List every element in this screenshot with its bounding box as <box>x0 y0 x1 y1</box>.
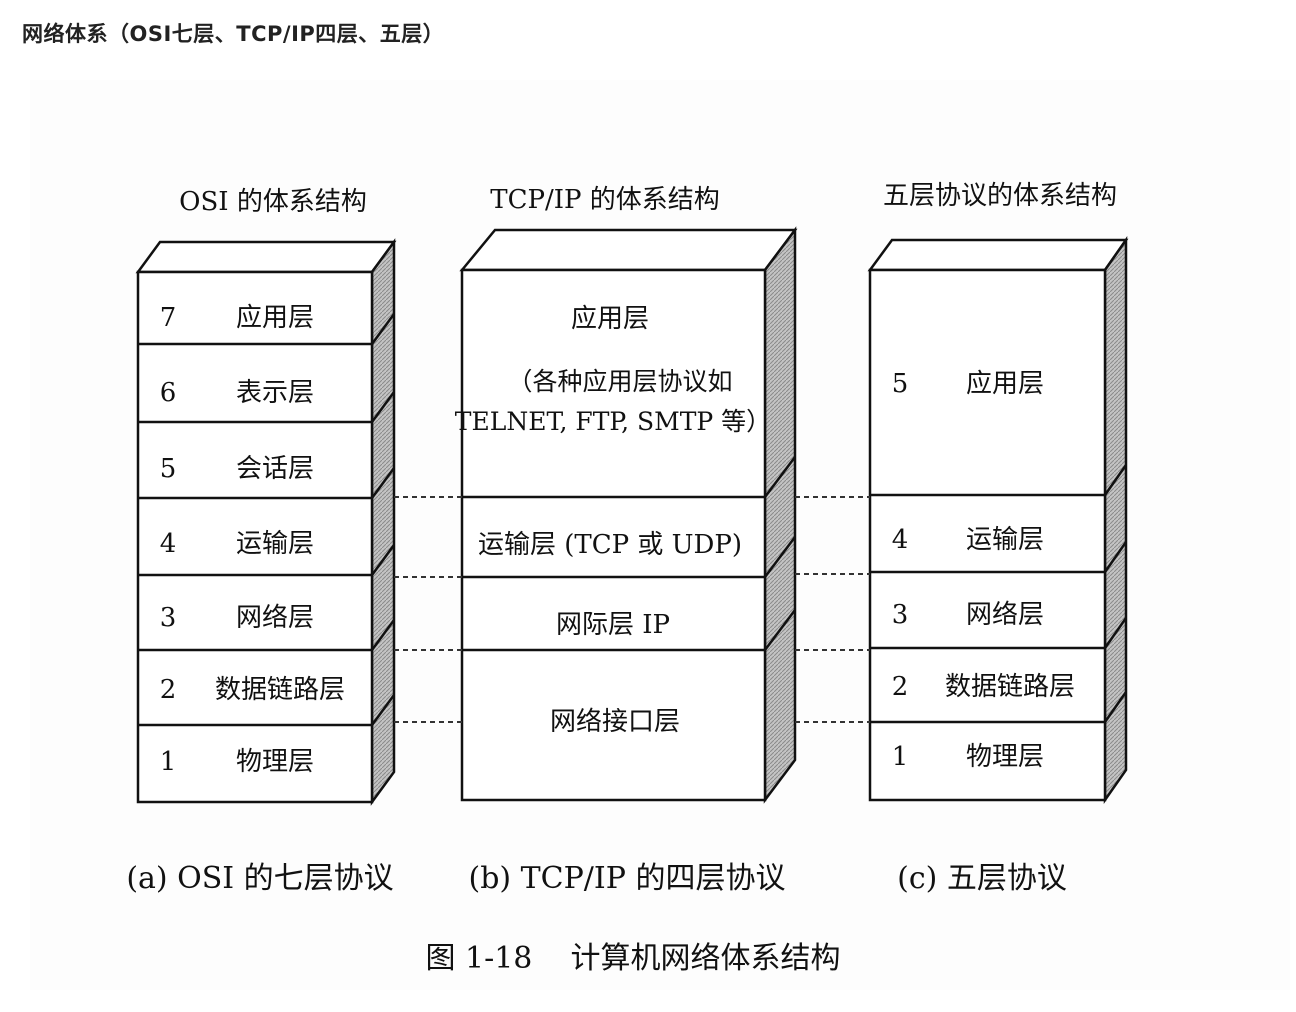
layer-name: 运输层 (TCP 或 UDP) <box>478 530 742 560</box>
five-front-face <box>868 268 1107 802</box>
layer-detail-line: （各种应用层协议如 <box>507 367 732 396</box>
tcpip-side-face <box>763 226 797 804</box>
layer-name: 网络层 <box>236 603 314 633</box>
layer-name: 网络层 <box>966 600 1044 630</box>
layer-name: 应用层 <box>236 303 314 333</box>
layer-name: 物理层 <box>236 747 314 777</box>
layer-num: 4 <box>160 529 177 559</box>
layer-num: 2 <box>160 675 177 705</box>
layer-num: 1 <box>892 742 909 772</box>
layer-name: 数据链路层 <box>215 675 345 705</box>
osi-top-face <box>135 240 397 274</box>
osi-front-face <box>136 270 374 804</box>
layer-name: 网际层 IP <box>556 610 670 640</box>
layer-name: 会话层 <box>236 454 314 484</box>
osi-stack: 7 应用层 6 表示层 5 会话层 4 运输层 3 网络层 2 数据链路层 1 … <box>135 238 397 806</box>
layer-name: 运输层 <box>966 525 1044 555</box>
tcpip-stack: 应用层 （各种应用层协议如 TELNET, FTP, SMTP 等） 运输层 (… <box>455 226 798 804</box>
layer-num: 2 <box>892 672 909 702</box>
tcpip-top-face <box>459 228 798 272</box>
tcpip-title: TCP/IP 的体系结构 <box>490 185 720 215</box>
layer-num: 3 <box>160 603 177 633</box>
layer-correspondence-lines <box>394 496 870 723</box>
layer-num: 5 <box>892 369 909 399</box>
layer-name: 物理层 <box>966 742 1044 772</box>
tcpip-caption: (b) TCP/IP 的四层协议 <box>469 861 786 896</box>
tcpip-front-face <box>460 268 767 802</box>
layer-name: 网络接口层 <box>550 707 680 737</box>
layer-name: 数据链路层 <box>945 672 1075 702</box>
layer-name: 运输层 <box>236 529 314 559</box>
layer-name: 应用层 <box>571 304 649 334</box>
osi-side-face <box>370 238 396 806</box>
layer-num: 5 <box>160 454 177 484</box>
five-layer-stack: 5 应用层 4 运输层 3 网络层 2 数据链路层 1 物理层 <box>867 236 1129 804</box>
osi-caption: (a) OSI 的七层协议 <box>126 861 393 896</box>
five-layer-title: 五层协议的体系结构 <box>883 181 1117 211</box>
five-top-face <box>867 238 1129 272</box>
layer-num: 4 <box>892 525 909 555</box>
layer-detail-line: TELNET, FTP, SMTP 等） <box>455 407 771 436</box>
layer-name: 表示层 <box>236 378 314 408</box>
layer-num: 3 <box>892 600 909 630</box>
layer-name: 应用层 <box>966 369 1044 399</box>
layer-num: 7 <box>160 303 177 333</box>
figure-caption: 图 1-18 计算机网络体系结构 <box>425 941 840 976</box>
network-architecture-diagram: OSI 的体系结构 TCP/IP 的体系结构 五层协议的体系结构 7 应用层 6… <box>30 80 1290 990</box>
five-layer-caption: (c) 五层协议 <box>897 861 1067 896</box>
osi-title: OSI 的体系结构 <box>179 187 367 217</box>
layer-num: 1 <box>160 747 177 777</box>
page-title: 网络体系（OSI七层、TCP/IP四层、五层） <box>22 22 445 46</box>
layer-num: 6 <box>160 378 177 408</box>
